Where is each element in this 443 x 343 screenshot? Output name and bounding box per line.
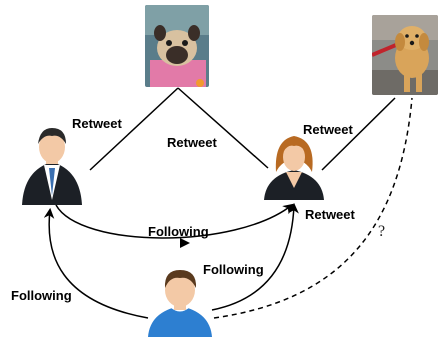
label-retweet-mid: Retweet	[167, 135, 218, 150]
edge-retweet-businessman-pug	[89, 87, 179, 171]
label-unknown: ?	[378, 223, 385, 240]
edge-following-youngman-businessman	[43, 207, 149, 319]
young-man-icon	[148, 270, 212, 337]
arrow-mid-following	[180, 238, 190, 248]
edge-following-youngman-woman	[211, 202, 299, 311]
edge-following-businessman-woman	[55, 203, 294, 239]
woman-icon	[264, 136, 324, 200]
label-retweet-left: Retweet	[72, 116, 123, 131]
businessman-icon	[22, 128, 82, 205]
label-retweet-right-low: Retweet	[305, 207, 356, 222]
label-following-right: Following	[203, 262, 264, 277]
golden-retriever-puppy-photo	[372, 15, 438, 95]
label-retweet-right-top: Retweet	[303, 122, 354, 137]
label-following-mid: Following	[148, 224, 209, 239]
edge-retweet-woman-golden	[321, 97, 396, 171]
pug-dog-photo	[145, 5, 209, 87]
edges	[43, 87, 413, 319]
edge-retweet-woman-pug	[177, 87, 269, 169]
label-following-left: Following	[11, 288, 72, 303]
edge-unknown-youngman-golden	[213, 97, 413, 319]
